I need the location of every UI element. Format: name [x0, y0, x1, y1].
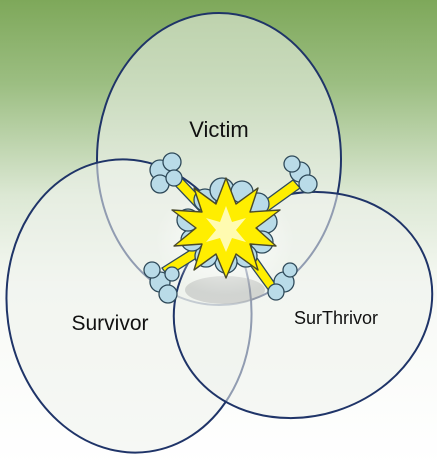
- label-survivor: Survivor: [71, 312, 148, 335]
- label-victim: Victim: [189, 117, 249, 142]
- label-surthrivor: SurThrivor: [294, 308, 378, 328]
